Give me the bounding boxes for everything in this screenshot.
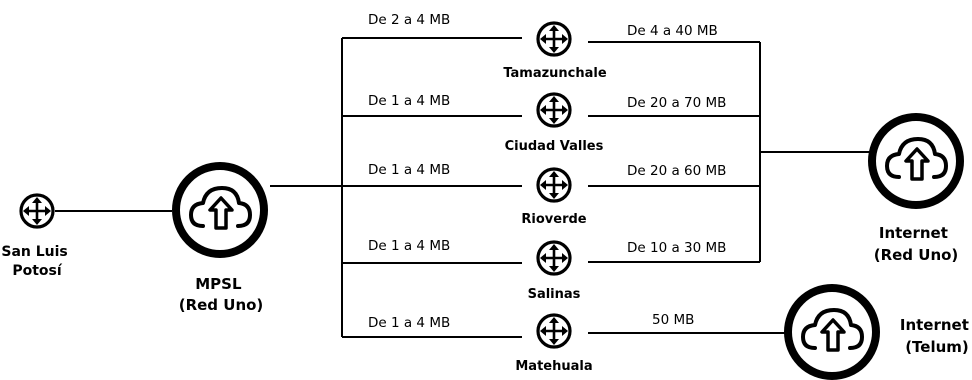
node-label-line: (Red Uno) [179,296,264,314]
node-label-line: Internet [900,316,969,334]
node-label-line: (Telum) [905,338,969,356]
node-label: Tamazunchale [503,66,607,81]
link-label-left-5: De 1 a 4 MB [368,315,450,331]
link-label-right-3: De 20 a 60 MB [627,163,726,179]
link-labels: De 2 a 4 MB De 1 a 4 MB De 1 a 4 MB De 1… [368,12,726,331]
node-label: Rioverde [521,212,586,227]
router-icon [536,167,572,203]
link-label-left-1: De 2 a 4 MB [368,12,450,28]
router-icon [19,193,55,229]
node-label-line: San Luis [1,244,67,260]
link-label-left-4: De 1 a 4 MB [368,238,450,254]
svg-text:San Luis Potosí: San Luis Potosí [1,244,72,279]
node-label-line: Potosí [12,263,63,279]
link-label-right-2: De 20 a 70 MB [627,95,726,111]
svg-text:Internet (Red Uno): Internet (Red Uno) [874,224,959,264]
connections [55,37,872,338]
cloud-upload-icon [788,288,876,376]
node-label-line: Internet [879,224,948,242]
node-internet-red-uno: Internet (Red Uno) [872,117,960,264]
node-mpsl: MPSL (Red Uno) [176,166,264,314]
node-label: Salinas [528,287,581,302]
svg-text:Internet (Telum): Internet (Telum) [900,316,972,356]
node-rioverde: Rioverde [521,167,587,227]
node-san-luis-potosi: San Luis Potosí [1,193,72,279]
node-label: Ciudad Valles [505,139,604,154]
router-icon [536,92,572,128]
cloud-upload-icon [176,166,264,254]
node-ciudad-valles: Ciudad Valles [505,92,604,154]
link-label-right-1: De 4 a 40 MB [627,23,718,39]
link-label-left-3: De 1 a 4 MB [368,162,450,178]
router-icon [536,240,572,276]
node-internet-telum: Internet (Telum) [788,288,972,376]
link-label-right-4: De 10 a 30 MB [627,240,726,256]
cloud-upload-icon [872,117,960,205]
link-label-left-2: De 1 a 4 MB [368,93,450,109]
node-label: Matehuala [515,359,592,374]
node-matehuala: Matehuala [515,313,593,374]
router-icon [536,313,572,349]
node-label-line: (Red Uno) [874,246,959,264]
node-label-line: MPSL [195,275,242,293]
node-tamazunchale: Tamazunchale [503,21,607,81]
node-salinas: Salinas [528,240,581,302]
link-label-right-5: 50 MB [652,312,694,328]
svg-text:MPSL (Red Uno): MPSL (Red Uno) [179,275,264,314]
router-icon [536,21,572,57]
